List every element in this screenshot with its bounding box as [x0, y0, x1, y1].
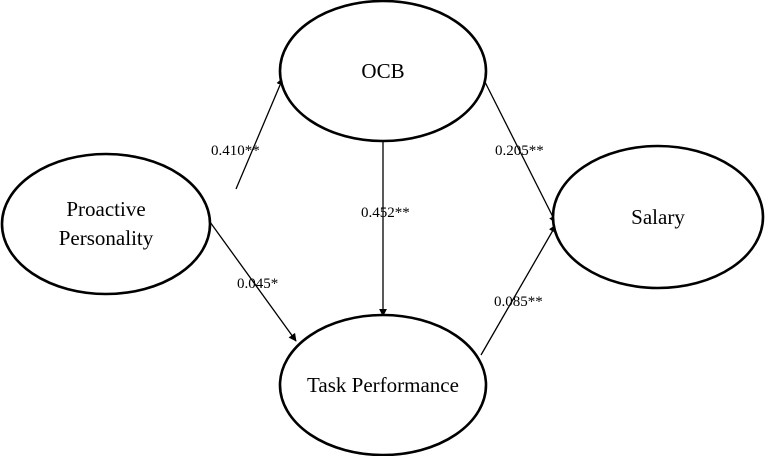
label-task-performance-to-salary: 0.085**: [494, 294, 543, 310]
label-proactive-to-ocb: 0.410**: [211, 143, 260, 159]
edge-labels: 0.410** 0.452** 0.205** 0.045* 0.085**: [211, 143, 544, 310]
node-proactive-label-line-2: Personality: [59, 226, 154, 250]
edge-ocb-to-salary: [484, 81, 557, 224]
label-ocb-to-salary: 0.205**: [495, 143, 544, 159]
edge-proactive-to-task-performance: [209, 221, 297, 342]
node-proactive-label-line-1: Proactive: [66, 197, 145, 221]
node-ocb: OCB: [278, 0, 488, 143]
node-ocb-label: OCB: [361, 59, 404, 83]
node-task-performance-label: Task Performance: [307, 373, 459, 397]
edge-task-performance-to-salary: [480, 224, 557, 356]
node-salary: Salary: [551, 144, 765, 290]
edges: [209, 77, 557, 356]
edge-proactive-to-ocb: [235, 77, 284, 190]
node-task-performance: Task Performance: [278, 313, 488, 456]
label-ocb-to-task-performance: 0.452**: [361, 205, 410, 221]
node-salary-label: Salary: [631, 205, 685, 229]
node-proactive-personality: Proactive Personality: [0, 152, 212, 296]
label-proactive-to-task-performance: 0.045*: [237, 276, 278, 292]
